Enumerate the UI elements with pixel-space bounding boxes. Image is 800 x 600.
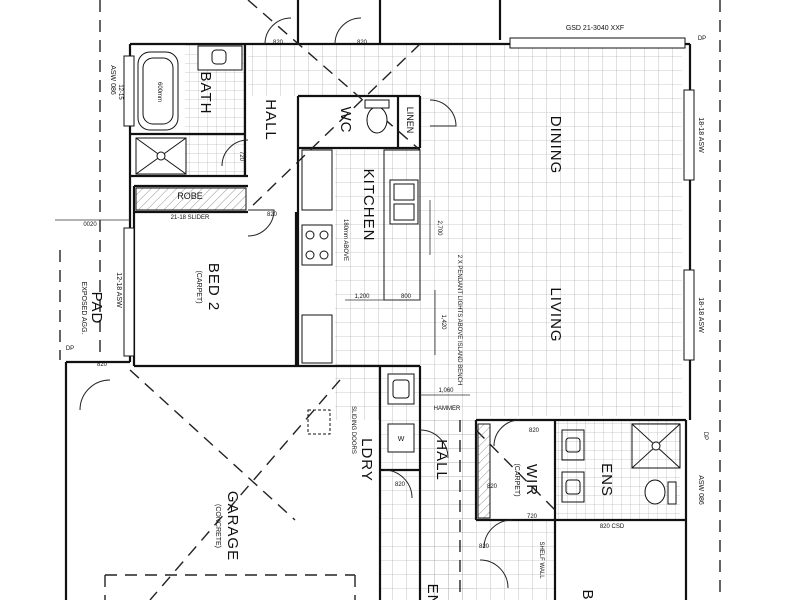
dim-720-hall: 720 [238, 151, 244, 162]
dim-1060: 1,060 [438, 388, 454, 394]
dim-820-e: 820 [395, 482, 406, 488]
room-label-ldry: LDRY [358, 438, 375, 482]
ens-shower [631, 423, 681, 469]
room-floor-bed2: (CARPET) [195, 270, 202, 303]
hwu [307, 409, 331, 435]
room-label-wir: WIR [523, 464, 540, 496]
dim-820-d: 820 [97, 362, 108, 368]
room-label-hall-top: HALL [262, 99, 279, 141]
fridge [301, 149, 333, 211]
room-label-wc: WC [337, 107, 354, 134]
door-swings [79, 17, 521, 589]
room-floor-garage: (CONCRETE) [214, 504, 221, 548]
dp-top: DP [698, 36, 706, 42]
room-labels: BATH HALL WC LINEN KITCHEN DINING LIVING… [80, 72, 615, 600]
csd-ens: 820 CSD [600, 524, 625, 530]
dp-left: DP [66, 346, 74, 352]
dim-820-h: 820 [529, 428, 540, 434]
dim-800: 800 [401, 294, 412, 300]
bathtub [137, 51, 179, 131]
room-label-ens: ENS [598, 463, 615, 497]
room-label-robe: ROBE [177, 191, 203, 201]
slider-note: 21-18 SLIDER [171, 215, 210, 221]
dim-820-a: 820 [273, 40, 284, 46]
bath-size: 600mm [156, 82, 162, 102]
annotations: GSD 21-3040 XXF 21-18 SLIDER ASW 086 12-… [66, 25, 708, 579]
room-label-bed1: B [579, 589, 596, 600]
pendant-note: 2 X PENDANT LIGHTS ABOVE ISLAND BENCH [456, 255, 462, 386]
dimension-lines [55, 200, 470, 396]
dim-1200: 1,200 [354, 294, 370, 300]
fixtures [135, 45, 681, 519]
room-floor-wir: (CARPET) [513, 463, 520, 496]
dp-right: DP [702, 432, 708, 440]
kitchen-sink [389, 179, 419, 225]
dim-1420: 1,420 [440, 314, 446, 330]
asw-right-top: 18-18 ASW [697, 117, 704, 153]
asw-left-mid: 12-18 ASW [115, 272, 122, 308]
wir-shelf [477, 423, 491, 519]
room-label-hall-bottom: HALL [433, 439, 450, 481]
room-label-garage: GARAGE [224, 491, 241, 561]
asw-left-top: ASW 086 [109, 65, 116, 95]
robe-hatch [135, 187, 247, 211]
room-label-kitchen: KITCHEN [360, 169, 377, 242]
room-note-pad: EXPOSED AGG. [80, 282, 87, 335]
pantry [301, 314, 333, 364]
ens-toilet [644, 479, 666, 505]
dim-0020: 0020 [83, 222, 97, 228]
cooktop [301, 224, 333, 266]
dim-2700: 2,700 [436, 220, 442, 236]
ens-vanity-1 [561, 429, 585, 461]
asw-right-mid: 18-18 ASW [697, 297, 704, 333]
dim-720-wir: 720 [527, 514, 538, 520]
dim-1515: 12-15 [117, 84, 123, 100]
room-label-dining: DINING [547, 116, 564, 175]
gsd-note: GSD 21-3040 XXF [566, 25, 624, 32]
washer [387, 423, 415, 453]
room-label-pad: PAD [88, 292, 105, 325]
laundry-tub [387, 373, 415, 405]
room-label-ent: EN [424, 584, 441, 600]
room-label-linen: LINEN [405, 107, 415, 134]
ens-vanity-2 [561, 471, 585, 503]
windows [123, 37, 695, 361]
asw-right-bottom: ASW 086 [697, 475, 704, 505]
wc-toilet [366, 106, 388, 134]
cabinet-note: 180mm ABOVE [342, 219, 348, 261]
room-label-bath: BATH [197, 72, 214, 115]
dim-820-b: 820 [357, 40, 368, 46]
ldry-note: SLIDING DOORS [350, 406, 356, 454]
dim-820-g: 820 [479, 544, 490, 550]
room-label-living: LIVING [547, 287, 564, 342]
washer-label: W [398, 436, 405, 443]
room-label-bed2: BED 2 [205, 263, 222, 311]
dim-820-c: 820 [267, 212, 278, 218]
tiled-floors [185, 44, 682, 600]
shower-bath [135, 137, 187, 175]
hwu-note: HAMMER [434, 406, 461, 412]
wir-note: SHELF WALL [538, 541, 544, 579]
dim-820-f: 820 [487, 484, 498, 490]
